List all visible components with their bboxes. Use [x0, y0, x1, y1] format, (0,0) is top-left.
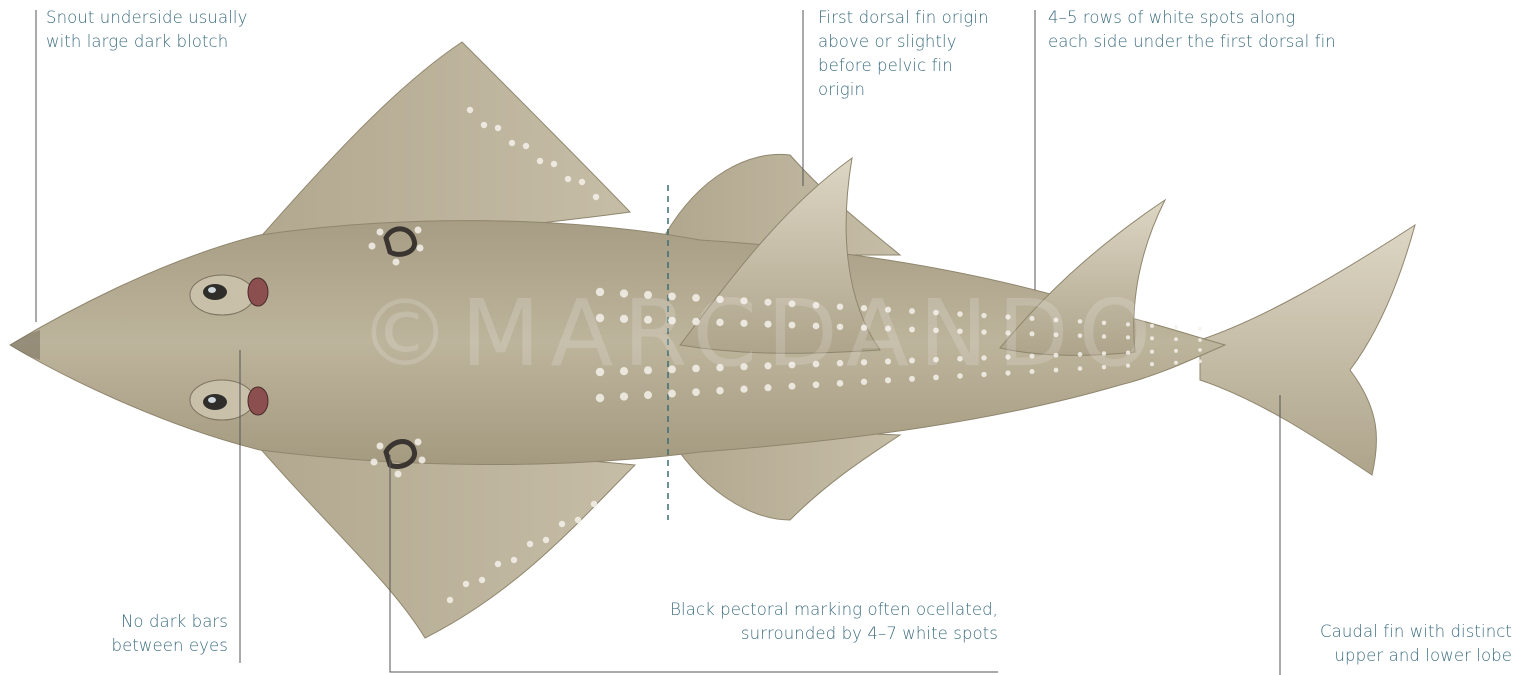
white-spot	[479, 577, 485, 583]
white-spot	[579, 179, 585, 185]
snout-tip	[10, 330, 40, 360]
caudal-fin-label: Caudal fin with distinct upper and lower…	[1290, 620, 1512, 668]
white-spot	[1198, 327, 1202, 331]
white-spot	[1174, 337, 1178, 341]
white-spot	[415, 227, 422, 234]
white-spot	[447, 597, 453, 603]
white-spot	[495, 125, 501, 131]
white-spot	[575, 517, 581, 523]
white-spot	[1174, 349, 1178, 353]
white-spot	[591, 501, 597, 507]
white-spot	[593, 194, 599, 200]
white-spot	[596, 394, 604, 402]
white-spot	[481, 122, 487, 128]
white-spot	[559, 521, 565, 527]
white-spot	[1198, 348, 1202, 352]
caudal-fin	[1200, 225, 1415, 475]
snout-label: Snout underside usually with large dark …	[46, 6, 247, 54]
watermark: ©MARCDANDO	[359, 280, 1161, 387]
white-spot	[509, 140, 515, 146]
white-spot	[523, 143, 529, 149]
white-spot	[393, 259, 400, 266]
no-bars-label: No dark bars between eyes	[60, 610, 228, 658]
white-spot	[417, 245, 424, 252]
white-spot	[377, 443, 384, 450]
white-spot	[495, 561, 501, 567]
white-spot	[692, 388, 700, 396]
white-spot	[463, 581, 469, 587]
white-spot	[644, 391, 652, 399]
dorsal-origin-label: First dorsal fin origin above or slightl…	[818, 6, 989, 102]
white-spot	[377, 229, 384, 236]
white-spot	[467, 107, 473, 113]
white-spot	[543, 537, 549, 543]
white-spot	[1174, 325, 1178, 329]
white-spot	[419, 457, 426, 464]
white-spot	[1174, 361, 1178, 365]
white-spot	[668, 390, 676, 398]
white-spot	[511, 557, 517, 563]
white-spots-label: 4–5 rows of white spots along each side …	[1048, 6, 1336, 54]
white-spot	[1198, 338, 1202, 342]
white-spot	[371, 459, 378, 466]
white-spot	[369, 243, 376, 250]
white-spot	[551, 161, 557, 167]
white-spot	[620, 392, 628, 400]
white-spot	[415, 439, 422, 446]
pectoral-marking-label: Black pectoral marking often ocellated, …	[560, 598, 998, 646]
white-spot	[527, 541, 533, 547]
white-spot	[395, 471, 402, 478]
white-spot	[537, 158, 543, 164]
white-spot	[716, 387, 723, 394]
white-spot	[1198, 359, 1202, 363]
white-spot	[565, 176, 571, 182]
